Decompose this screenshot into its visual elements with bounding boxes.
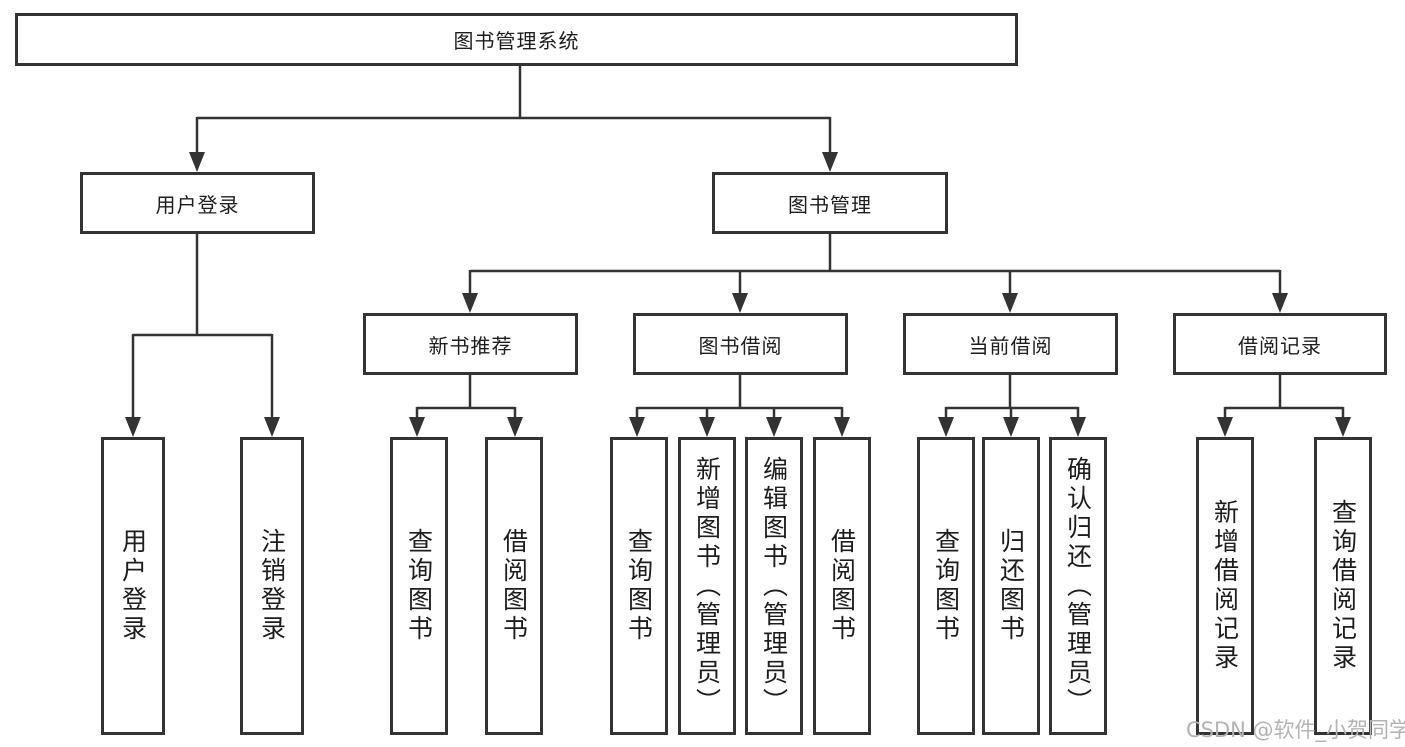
arrowhead: [1217, 417, 1233, 437]
arrowhead: [189, 152, 205, 172]
arrowhead: [264, 417, 280, 437]
node-label: 查询图书: [404, 528, 434, 644]
arrowhead: [125, 417, 141, 437]
node-book-management: 图书管理: [712, 172, 948, 234]
node-label: 查询图书: [931, 528, 961, 644]
leaf-confirm-return-admin: 确认归还（管理员）: [1049, 437, 1107, 735]
arrowhead: [507, 417, 523, 437]
node-label: 用户登录: [155, 192, 240, 217]
leaf-query-borrow-record: 查询借阅记录: [1314, 437, 1372, 735]
node-label: 确认归还（管理员）: [1063, 455, 1093, 717]
node-label: 查询图书: [624, 528, 654, 644]
connector-userlogin-to-leaves: [131, 234, 274, 418]
connector-newbook-to-leaves: [415, 375, 517, 419]
leaf-query-books-recommend: 查询图书: [390, 437, 448, 735]
arrowhead: [699, 417, 715, 437]
leaf-user-login: 用户登录: [101, 437, 165, 735]
node-borrow-records: 借阅记录: [1173, 313, 1387, 375]
node-label: 查询借阅记录: [1328, 499, 1358, 673]
arrowhead: [629, 417, 645, 437]
leaf-logout: 注销登录: [240, 437, 304, 735]
connector-currentborrow-to-leaves: [944, 375, 1080, 419]
connector-bookborrow-to-leaves: [635, 375, 844, 419]
arrowhead: [1003, 417, 1019, 437]
node-book-borrow: 图书借阅: [633, 313, 848, 375]
node-label: 新增借阅记录: [1210, 499, 1240, 673]
arrowhead: [1272, 293, 1288, 313]
node-label: 归还图书: [996, 528, 1026, 644]
arrowhead: [1070, 417, 1086, 437]
arrowhead: [766, 417, 782, 437]
leaf-query-books-current: 查询图书: [917, 437, 975, 735]
node-label: 借阅图书: [499, 528, 529, 644]
node-label: 编辑图书（管理员）: [759, 455, 789, 717]
node-label: 图书管理系统: [453, 29, 580, 53]
node-library-system: 图书管理系统: [15, 13, 1018, 66]
arrowhead: [409, 417, 425, 437]
watermark: CSDN @软件_小贺同学: [1186, 718, 1405, 742]
leaf-query-books-borrow: 查询图书: [610, 437, 668, 735]
node-label: 借阅记录: [1238, 333, 1322, 358]
leaf-add-borrow-record: 新增借阅记录: [1196, 437, 1254, 735]
leaf-borrow-books-recommend: 借阅图书: [485, 437, 543, 735]
node-new-book-recommend: 新书推荐: [363, 313, 578, 375]
node-label: 用户登录: [118, 528, 148, 644]
arrowhead: [1002, 293, 1018, 313]
node-label: 图书管理: [788, 192, 872, 217]
arrowhead: [732, 293, 748, 313]
arrowheads: [125, 152, 1351, 437]
leaf-return-books: 归还图书: [982, 437, 1040, 735]
arrowhead: [1335, 417, 1351, 437]
connector-records-to-leaves: [1223, 375, 1345, 419]
arrowhead: [462, 293, 478, 313]
node-current-borrow: 当前借阅: [903, 313, 1118, 375]
node-user-login: 用户登录: [80, 172, 315, 234]
leaf-add-book-admin: 新增图书（管理员）: [678, 437, 736, 735]
node-label: 图书借阅: [698, 333, 783, 358]
node-label: 新增图书（管理员）: [692, 455, 722, 717]
leaf-edit-book-admin: 编辑图书（管理员）: [745, 437, 803, 735]
connector-root-to-level2: [195, 66, 832, 153]
arrowhead: [938, 417, 954, 437]
arrowhead: [834, 417, 850, 437]
node-label: 新书推荐: [428, 333, 513, 358]
node-label: 借阅图书: [827, 528, 857, 644]
node-label: 注销登录: [257, 528, 287, 644]
connector-bookmgmt-to-level3: [468, 234, 1282, 294]
node-label: 当前借阅: [968, 333, 1053, 358]
arrowhead: [822, 152, 838, 172]
leaf-borrow-books: 借阅图书: [813, 437, 871, 735]
